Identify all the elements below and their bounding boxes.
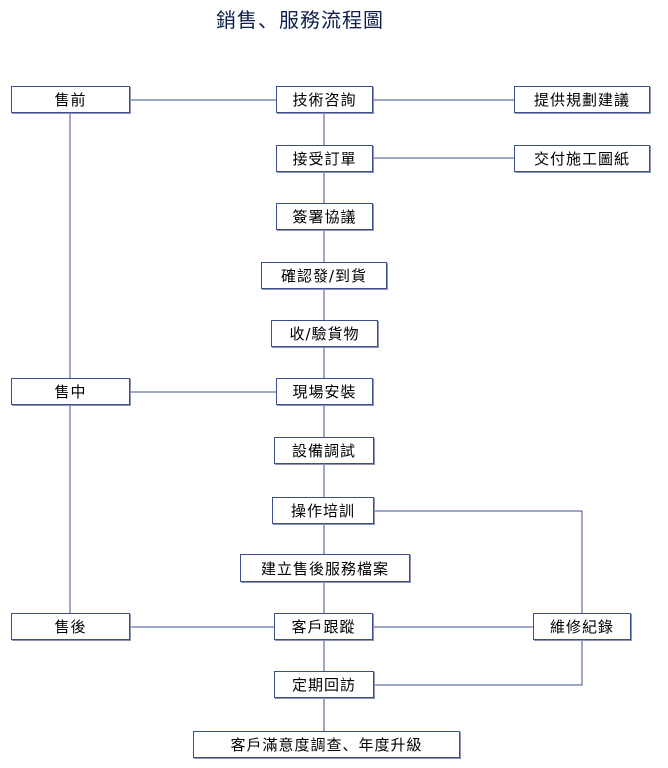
node-operation-training: 操作培訓 <box>272 497 374 524</box>
node-equipment-test: 設備調試 <box>274 437 374 464</box>
diagram-title: 銷售、服務流程圖 <box>216 8 384 32</box>
connector-training-maintenance <box>374 510 583 613</box>
node-customer-tracking: 客戶跟蹤 <box>274 613 373 640</box>
node-onsite-install: 現場安裝 <box>276 378 373 405</box>
node-sign-agreement: 簽署協議 <box>276 203 373 230</box>
node-receive-inspect: 收/驗貨物 <box>271 320 378 347</box>
node-regular-visit: 定期回訪 <box>274 671 374 698</box>
node-after-sale: 售後 <box>11 613 130 640</box>
node-maintenance-record: 維修紀錄 <box>533 613 631 640</box>
node-pre-sale: 售前 <box>11 86 130 113</box>
node-service-archive: 建立售後服務檔案 <box>240 554 410 582</box>
connector-maintenance-visit <box>374 640 583 686</box>
node-deliver-drawings: 交付施工圖紙 <box>514 145 650 172</box>
node-tech-consult: 技術咨詢 <box>276 86 373 113</box>
node-plan-proposal: 提供規劃建議 <box>514 86 650 113</box>
node-in-sale: 售中 <box>11 378 130 405</box>
node-accept-order: 接受訂單 <box>276 145 373 172</box>
node-confirm-shipment: 確認發/到貨 <box>261 262 387 289</box>
node-satisfaction-upgrade: 客戶滿意度調查、年度升級 <box>193 731 460 758</box>
